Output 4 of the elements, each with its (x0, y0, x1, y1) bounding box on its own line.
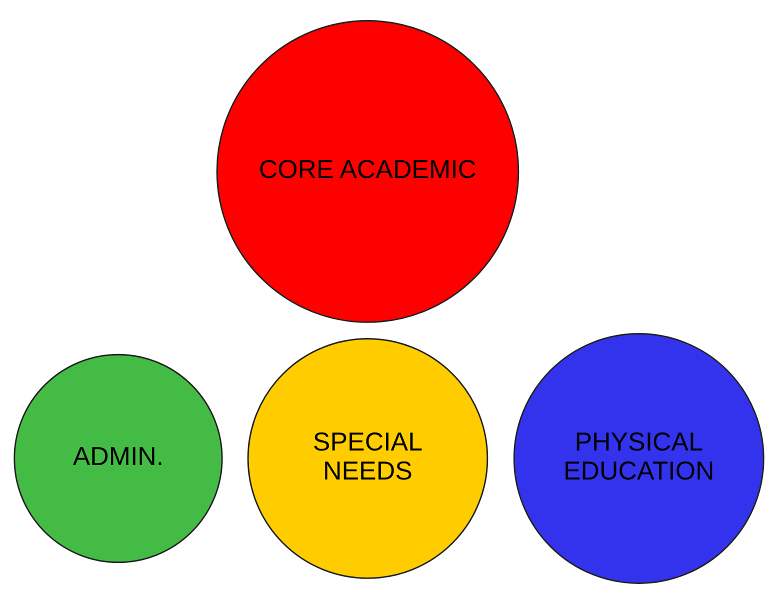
node-circle: CORE ACADEMIC (216, 20, 520, 323)
node-circle: ADMIN. (14, 354, 223, 564)
node-circle: SPECIAL NEEDS (247, 338, 488, 579)
node-circle: PHYSICAL EDUCATION (513, 333, 764, 584)
